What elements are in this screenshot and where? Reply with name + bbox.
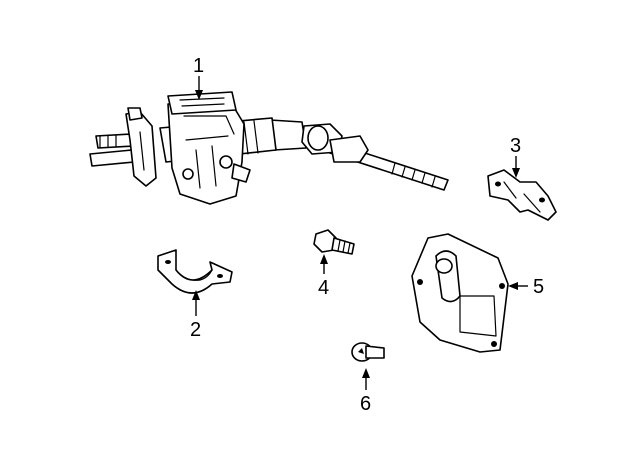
leader-5: [508, 282, 528, 290]
support-bracket[interactable]: [487, 169, 557, 221]
callout-2: 2: [190, 319, 201, 341]
leader-6: [362, 368, 370, 390]
callout-3: 3: [510, 135, 521, 157]
bolt[interactable]: [313, 229, 355, 255]
steering-column-assembly[interactable]: [89, 91, 449, 205]
leader-4: [320, 254, 328, 274]
callout-4: 4: [318, 277, 329, 299]
cover-plate[interactable]: [411, 233, 509, 353]
screw[interactable]: [351, 342, 385, 362]
leader-1: [195, 76, 203, 100]
callout-5: 5: [533, 276, 544, 298]
column-clamp-bracket[interactable]: [157, 249, 233, 294]
leader-2: [192, 290, 200, 316]
callout-6: 6: [360, 393, 371, 415]
leader-3: [512, 156, 520, 178]
callout-1: 1: [193, 55, 204, 77]
